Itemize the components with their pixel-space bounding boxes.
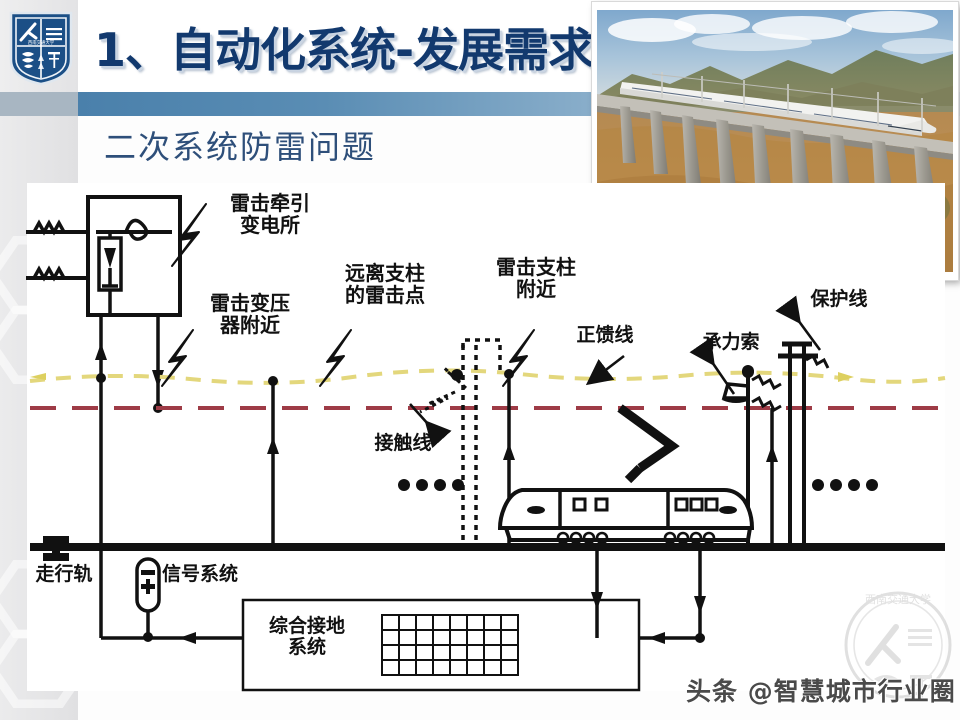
label-protection-wire: 保护线 [810, 288, 868, 310]
left-strip-band [0, 92, 78, 116]
label-lightning-strike-near-transformer: 雷击变压 器附近 [210, 291, 290, 338]
slide-subtitle: 二次系统防雷问题 [104, 128, 377, 166]
svg-text:西南交通大学: 西南交通大学 [28, 39, 55, 46]
label-lightning-strike-substation: 雷击牵引 变电所 [230, 191, 310, 238]
university-seal-watermark-icon: 西南交通大学 [838, 583, 958, 713]
page-title: 1、自动化系统-发展需求 [94, 23, 594, 77]
label-messenger-wire: 承力索 [702, 331, 760, 353]
label-contact-wire: 接触线 [374, 432, 432, 454]
university-shield-logo-icon: 西南交通大学 [8, 10, 74, 86]
label-running-rail: 走行轨 [35, 563, 93, 585]
label-integrated-grounding-system: 综合接地 系统 [268, 615, 345, 659]
label-positive-feeder: 正馈线 [576, 324, 634, 346]
label-far-strike-point: 远离支柱 的雷击点 [345, 261, 425, 308]
label-strike-near-pole: 雷击支柱 附近 [496, 255, 576, 302]
svg-text:西南交通大学: 西南交通大学 [865, 592, 931, 606]
source-watermark: 头条 @智慧城市行业圈 [686, 677, 956, 706]
label-signal-system: 信号系统 [162, 563, 239, 585]
